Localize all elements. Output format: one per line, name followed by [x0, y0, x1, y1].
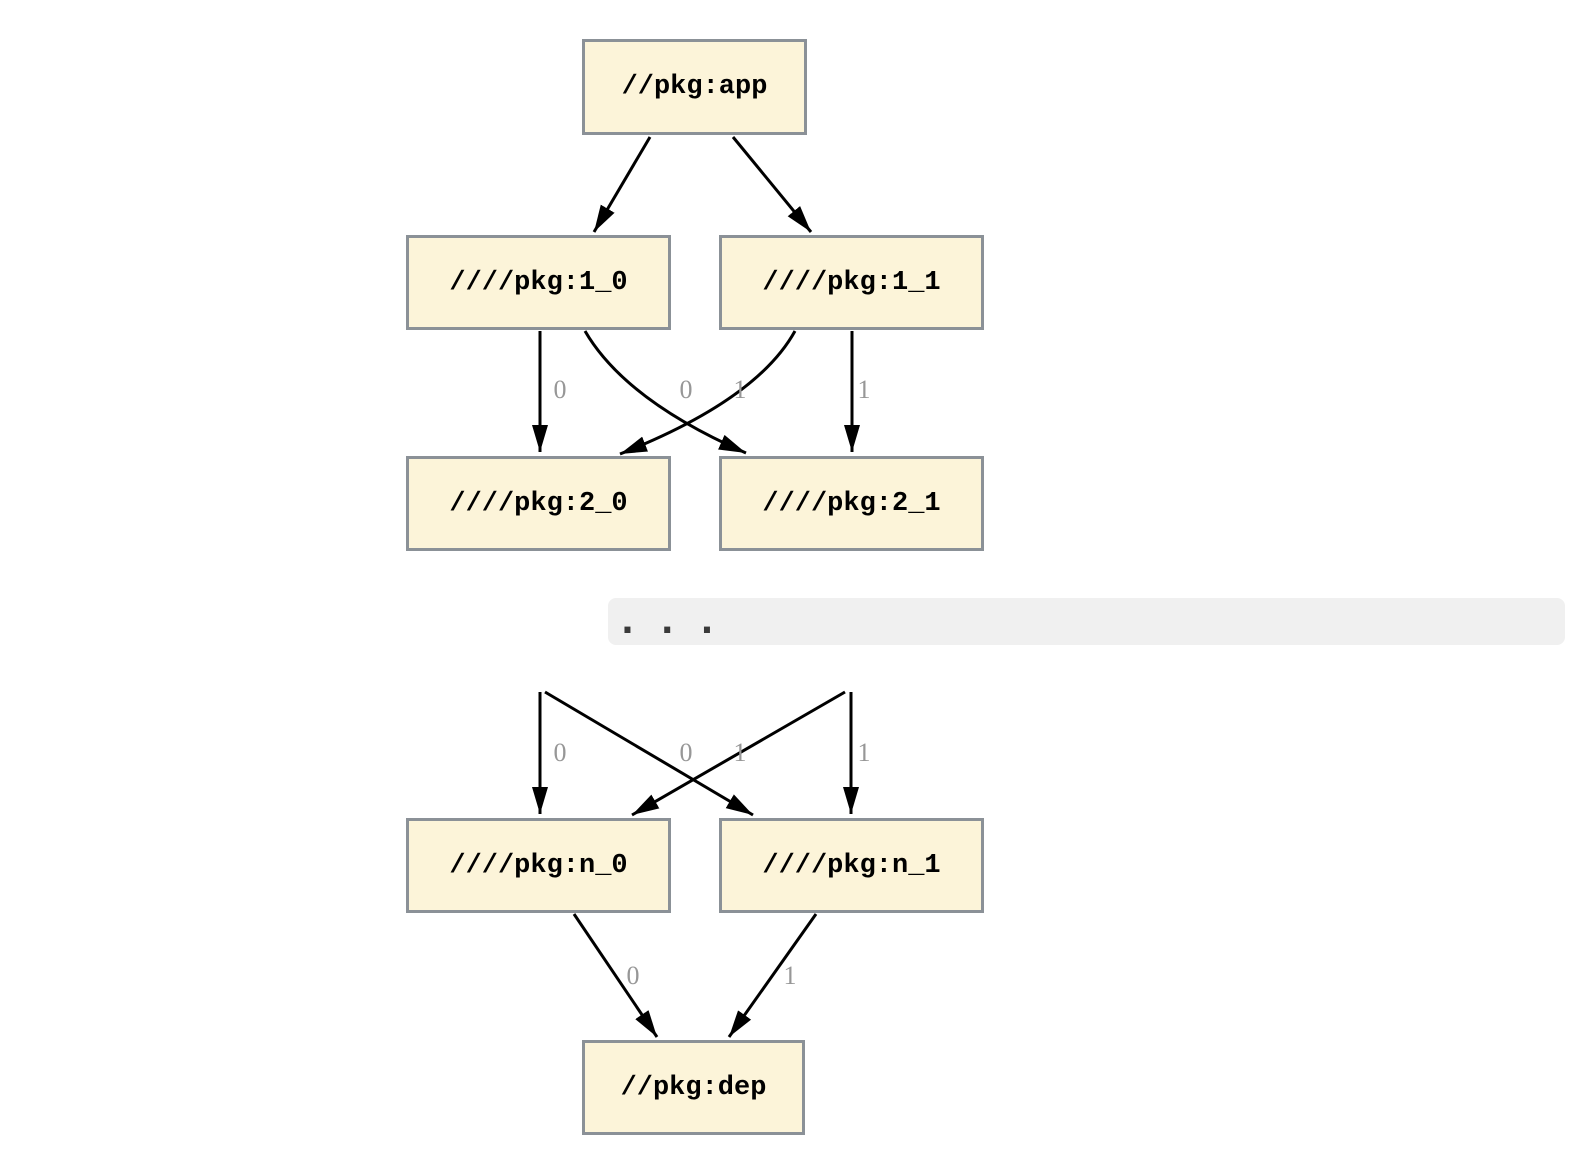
edge-label-1_0-to-2_0: 0 — [554, 375, 567, 404]
node-pkg-n_1: ////pkg:n_1 — [719, 818, 984, 913]
edge-label-1_1-to-2_1: 1 — [858, 375, 871, 404]
edge-label-n_0-to-dep: 0 — [627, 961, 640, 990]
node-pkg-n_0: ////pkg:n_0 — [406, 818, 671, 913]
node-pkg-app: //pkg:app — [582, 39, 807, 135]
node-pkg-dep: //pkg:dep — [582, 1040, 805, 1135]
node-pkg-1_1: ////pkg:1_1 — [719, 235, 984, 330]
edge-label-n_1-to-dep: 1 — [784, 961, 797, 990]
ellipsis-label: . . . — [621, 601, 714, 642]
node-pkg-1_0: ////pkg:1_0 — [406, 235, 671, 330]
edge-label-ellipsis-to-n_1-cross: 1 — [734, 738, 747, 767]
edge-label-ellipsis-to-n_1-straight: 1 — [858, 738, 871, 767]
edge-n_0-to-dep — [572, 913, 659, 1038]
edge-label-ellipsis-to-n_0-cross: 0 — [680, 738, 693, 767]
node-pkg-2_1: ////pkg:2_1 — [719, 456, 984, 551]
edge-label-ellipsis-to-n_0-straight: 0 — [554, 738, 567, 767]
edge-ellipsis-to-n_0-cross — [631, 690, 846, 817]
edge-1_1-to-2_0 — [619, 330, 797, 456]
edge-label-1_1-to-2_0: 0 — [680, 375, 693, 404]
node-pkg-2_0: ////pkg:2_0 — [406, 456, 671, 551]
edge-ellipsis-to-n_1-cross — [544, 690, 754, 817]
edge-label-1_0-to-2_1: 1 — [734, 375, 747, 404]
edge-1_0-to-2_1 — [583, 330, 747, 455]
edge-n_1-to-dep — [727, 913, 818, 1038]
continuation-band: . . . — [608, 598, 1565, 645]
edge-app-to-1_0 — [592, 136, 652, 233]
edge-app-to-1_1 — [731, 136, 813, 233]
